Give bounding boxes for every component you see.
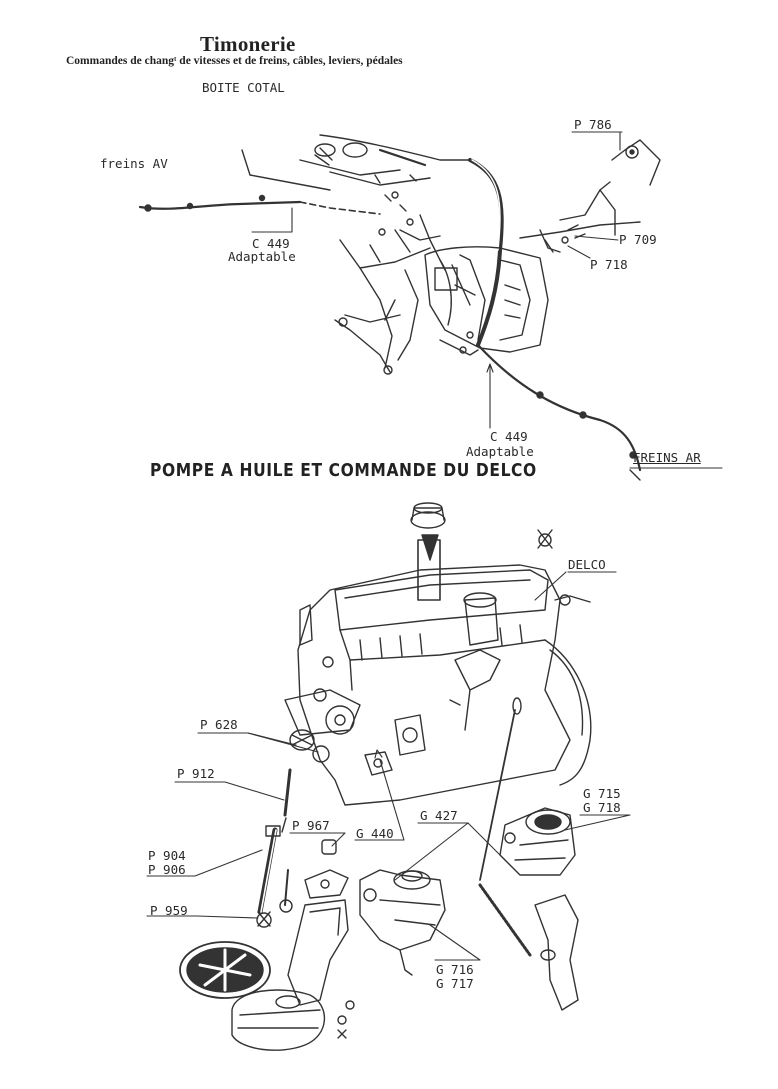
label-p709: P 709 xyxy=(619,232,657,247)
page-subtitle: Commandes de changᵗ de vitesses et de fr… xyxy=(66,55,403,67)
label-delco: DELCO xyxy=(568,557,606,572)
label-p912: P 912 xyxy=(177,766,215,781)
linkage-drawing xyxy=(140,135,660,480)
label-g717: G 717 xyxy=(436,976,474,991)
label-p628: P 628 xyxy=(200,717,238,732)
label-freins-av: freins AV xyxy=(100,156,168,171)
label-g427: G 427 xyxy=(420,808,458,823)
leader-lines-bottom xyxy=(147,572,630,960)
label-p786: P 786 xyxy=(574,117,612,132)
label-p967: P 967 xyxy=(292,818,330,833)
engine-drawing xyxy=(180,503,591,1050)
label-c449-a: C 449 xyxy=(252,236,290,251)
label-adaptable-a: Adaptable xyxy=(228,249,296,264)
page-title: Timonerie xyxy=(200,32,296,56)
label-g715: G 715 xyxy=(583,786,621,801)
label-c449-b: C 449 xyxy=(490,429,528,444)
label-g716: G 716 xyxy=(436,962,474,977)
section-title-pompe-a-huile: POMPE A HUILE ET COMMANDE DU DELCO xyxy=(150,460,537,481)
leader-lines-top xyxy=(252,132,722,468)
label-p904: P 904 xyxy=(148,848,186,863)
label-adaptable-b: Adaptable xyxy=(466,444,534,459)
label-freins-ar: FREINS AR xyxy=(633,450,701,465)
label-g718: G 718 xyxy=(583,800,621,815)
label-p718: P 718 xyxy=(590,257,628,272)
label-g440: G 440 xyxy=(356,826,394,841)
label-p906: P 906 xyxy=(148,862,186,877)
section-label-boite-cotal: BOITE COTAL xyxy=(202,80,285,95)
label-p959: P 959 xyxy=(150,903,188,918)
